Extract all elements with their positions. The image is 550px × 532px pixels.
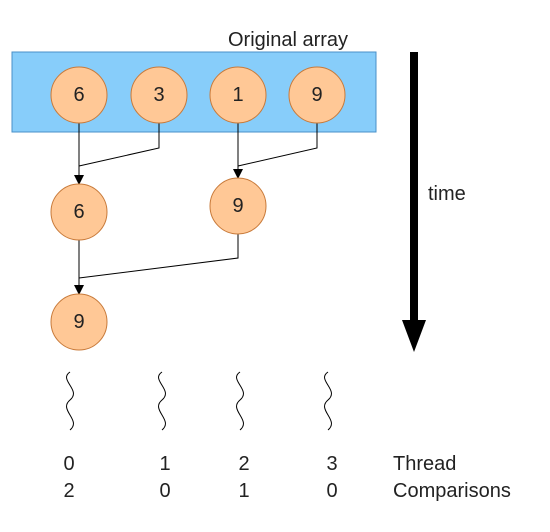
node-value: 6 [73, 84, 84, 106]
comparison-count: 1 [238, 480, 249, 502]
node-original-3: 9 [288, 66, 346, 124]
thread-icons [66, 371, 332, 431]
node-value: 9 [232, 195, 243, 217]
thread-row-label: Thread [393, 453, 456, 475]
squiggle-thread-icon [236, 371, 244, 431]
node-value: 1 [232, 84, 243, 106]
level-round-1: 6 9 [50, 177, 267, 241]
thread-id: 3 [326, 453, 337, 475]
reduction-edges [74, 122, 318, 295]
node-round1-0: 6 [50, 183, 108, 241]
original-array-label: Original array [228, 29, 348, 51]
comparison-count: 0 [326, 480, 337, 502]
node-original-2: 1 [209, 66, 267, 124]
thread-id: 2 [238, 453, 249, 475]
thread-id: 1 [159, 453, 170, 475]
comparison-count: 0 [159, 480, 170, 502]
node-original-0: 6 [50, 66, 108, 124]
node-value: 3 [153, 84, 164, 106]
time-label: time [428, 183, 466, 205]
comparison-count: 2 [63, 480, 74, 502]
node-original-1: 3 [130, 66, 188, 124]
thread-id: 0 [63, 453, 74, 475]
edge-9-to-9 [237, 122, 318, 167]
node-round1-1: 9 [209, 177, 267, 235]
comparisons-row-label: Comparisons [393, 480, 511, 502]
thread-row: 0 1 2 3 Thread [63, 453, 456, 475]
time-arrow-head [402, 320, 426, 352]
squiggle-thread-icon [158, 371, 166, 431]
level-round-2: 9 [50, 293, 108, 351]
node-value: 9 [311, 84, 322, 106]
squiggle-thread-icon [324, 371, 332, 431]
time-arrow-shaft [410, 52, 418, 324]
node-value: 9 [73, 311, 84, 333]
node-round2-0: 9 [50, 293, 108, 351]
node-value: 6 [73, 201, 84, 223]
edge-9-to-9-final [78, 232, 239, 279]
time-arrow [402, 52, 426, 352]
edge-3-to-6 [78, 122, 160, 167]
level-original: 6 3 1 9 [50, 66, 346, 124]
squiggle-thread-icon [66, 371, 74, 431]
comparisons-row: 2 0 1 0 Comparisons [63, 480, 510, 502]
